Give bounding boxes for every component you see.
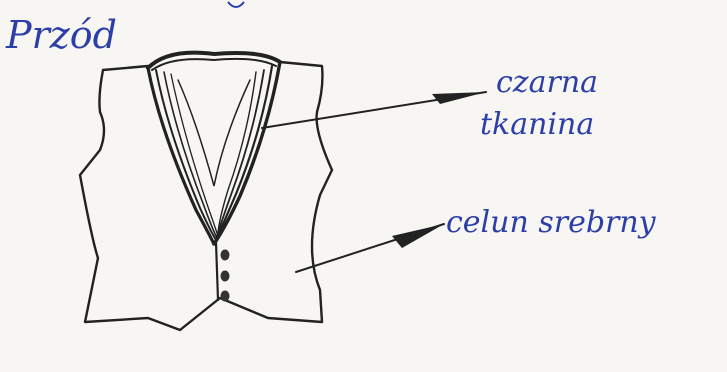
lapel-label-line2: tkanina (480, 107, 594, 142)
lapel-collar (148, 53, 280, 300)
vest-outline (80, 62, 332, 330)
lapel-arrow (262, 92, 486, 128)
button-2 (221, 271, 230, 282)
body-arrow (296, 224, 444, 272)
button-1 (221, 250, 230, 261)
body-label: celun srebrny (446, 205, 657, 240)
button-3 (221, 291, 230, 302)
lapel-label-line1: czarna (496, 65, 598, 100)
sketch-title: Przód (5, 13, 117, 57)
vest-buttons (221, 250, 230, 302)
top-ink-fragment (228, 2, 244, 7)
